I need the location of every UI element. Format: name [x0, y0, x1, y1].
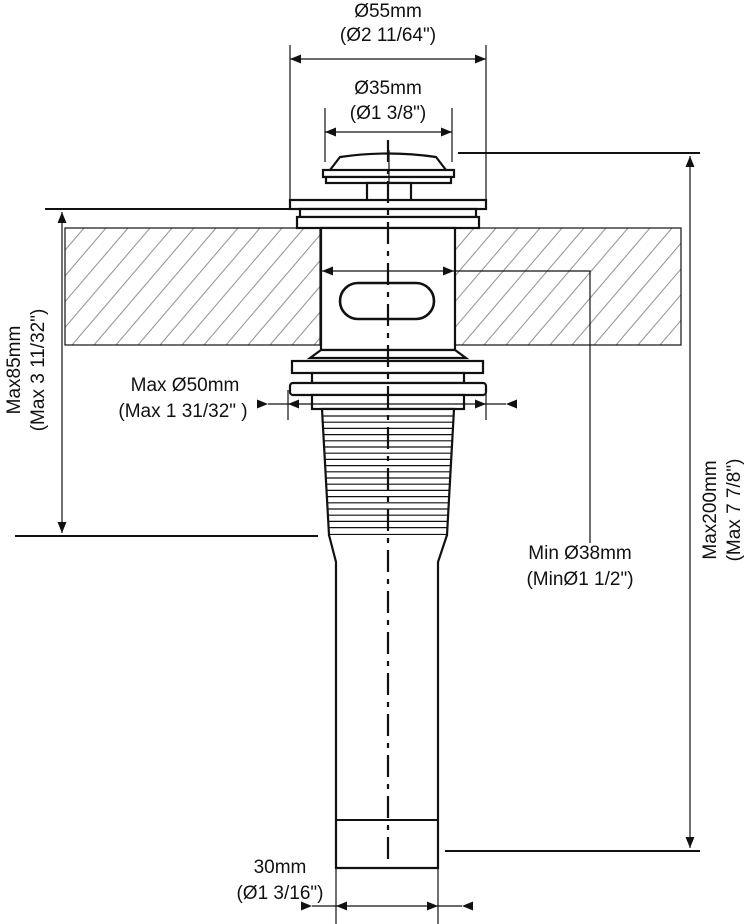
hatch-line [593, 242, 681, 345]
overall-mm-label: Max200mm [700, 460, 721, 559]
hatch-line [461, 228, 563, 345]
hatch-line [637, 293, 681, 345]
flange-mm-label: Max Ø50mm [131, 375, 240, 396]
arrowhead [685, 837, 695, 848]
hatch-line [137, 228, 239, 345]
drain-barrel [319, 226, 457, 352]
hatch-line [549, 228, 651, 345]
hatch-line [483, 228, 585, 345]
hatch-line [181, 228, 283, 345]
hatch-line [455, 228, 475, 252]
flange-inch-label: (Max 1 31/32" ) [118, 401, 247, 422]
hatch-line [455, 228, 519, 303]
tail-pipe [327, 534, 449, 870]
arrowhead [325, 127, 336, 137]
hatch-line [291, 311, 320, 345]
arrowhead [685, 156, 695, 167]
hatch-line [93, 228, 195, 345]
arrowhead [322, 266, 333, 276]
arrowhead [441, 127, 452, 137]
hatch-line [571, 228, 673, 345]
arrowhead [290, 54, 301, 64]
arrowhead [57, 522, 67, 533]
hatch-line [115, 228, 217, 345]
arrowhead [506, 399, 517, 409]
hatch-line [615, 268, 681, 345]
hatch-line [65, 228, 151, 329]
hole-mm-label: Min Ø38mm [528, 543, 631, 564]
hole-inch-label: (MinØ1 1/2") [526, 569, 633, 590]
hatch-line [659, 319, 681, 345]
countertop-right [454, 227, 682, 346]
hatch-line [455, 228, 497, 277]
reference-lines [15, 45, 700, 924]
dimension-arrows [57, 54, 695, 911]
hatch-line [682, 228, 750, 345]
hatch-line [269, 285, 320, 345]
overall-inch-label: (Max 7 7/8") [724, 459, 745, 562]
hatch-line [455, 228, 541, 329]
tail-inch-label: (Ø1 3/16") [236, 883, 323, 904]
hatch-line [71, 228, 173, 345]
arrowhead [257, 399, 268, 409]
counter-inch-label: (Max 3 11/32") [28, 309, 49, 432]
arrowhead [301, 901, 312, 911]
hatch-line [247, 259, 320, 345]
hatch-line [505, 228, 607, 345]
arrowhead [443, 266, 454, 276]
hatch-line [527, 228, 629, 345]
hatch-line [65, 228, 107, 277]
arrowhead [462, 901, 473, 911]
countertop-left [64, 227, 321, 346]
top-outer-inch-label: (Ø2 11/64") [340, 25, 436, 46]
hatch-line [203, 228, 305, 345]
hole-leader-line [455, 270, 591, 543]
hatch-line [65, 228, 85, 252]
top-inner-mm-label: Ø35mm [354, 78, 422, 99]
tail-mm-label: 30mm [254, 857, 307, 878]
arrowhead [57, 212, 67, 223]
hatch-line [65, 228, 129, 303]
top-outer-mm-label: Ø55mm [354, 1, 422, 22]
hatch-line [225, 234, 320, 345]
hatch-line [704, 228, 750, 345]
hatch-line [159, 228, 261, 345]
arrowhead [475, 54, 486, 64]
top-inner-inch-label: (Ø1 3/8") [350, 103, 426, 124]
counter-mm-label: Max85mm [4, 326, 25, 415]
